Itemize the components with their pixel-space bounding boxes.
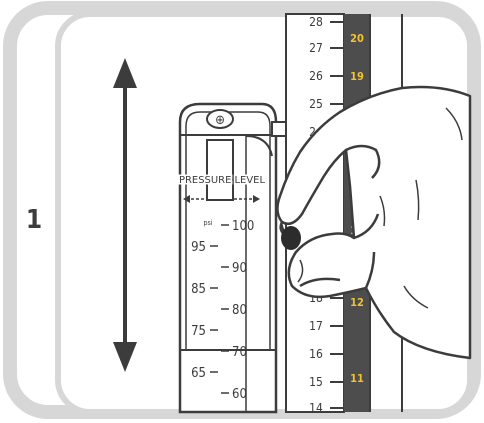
scale-label: 80	[232, 303, 247, 318]
ruler-right-label: 12	[350, 296, 364, 309]
scale-label: 75	[191, 324, 206, 339]
pressure-level-label: PRESSURE LEVEL	[179, 175, 265, 186]
scale-label: 95	[191, 240, 206, 255]
step-number: 1	[26, 205, 42, 235]
pressure-device: ⊕ PRESSURE LEVEL psi 100 95 90 85 80 75 70 65 60	[179, 104, 286, 412]
scale-label: 60	[232, 387, 247, 402]
ruler-left-label: 14	[309, 401, 323, 415]
scale-label: 70	[232, 345, 247, 360]
scale-label: 100	[232, 219, 254, 234]
pointer-symbol: ⊕	[215, 113, 225, 128]
ruler-left-label: 25	[309, 97, 323, 111]
ruler-left-label: 15	[309, 375, 323, 389]
scale-label: 90	[232, 261, 247, 276]
scale-label: 85	[191, 282, 206, 297]
scale-unit-mark: psi	[203, 219, 212, 227]
ruler-left-label: 28	[309, 15, 323, 29]
ruler-left-label: 26	[309, 69, 323, 83]
ruler-left-label: 27	[309, 41, 323, 55]
ruler-left-label: 16	[309, 347, 323, 361]
scale-label: 65	[191, 366, 206, 381]
ruler-right-label: 19	[350, 70, 364, 83]
ruler-right-label: 11	[350, 372, 364, 385]
adjustment-knob	[281, 226, 301, 250]
ruler-right-label: 20	[350, 32, 364, 45]
ruler-left-label: 17	[309, 319, 323, 333]
